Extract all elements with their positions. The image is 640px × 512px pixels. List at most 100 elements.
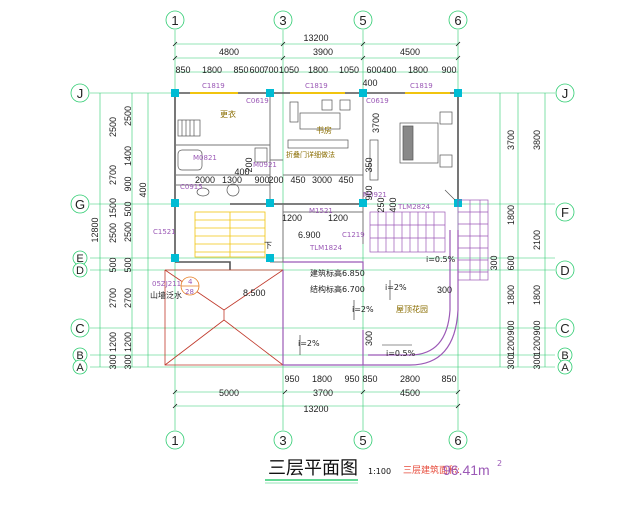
misc-dim-1: 2000	[195, 175, 215, 185]
dim-top-span-2: 3900	[313, 47, 333, 57]
code-m0921: M0921	[253, 161, 277, 169]
room-labels: 更衣 书房 3700 屋顶花园 6.900 8.500 建筑标高6.850 结构…	[150, 109, 456, 358]
wall-flashing-note: 山墙泛水	[150, 290, 182, 300]
dim-top-d3: 850	[233, 65, 248, 75]
elev-6850: 建筑标高6.850	[310, 268, 365, 278]
dim-right-o3: 1800	[532, 285, 542, 305]
top-dimensions: 13200 4800 3900 4500 850 1800 850 600 70…	[175, 33, 456, 75]
dim-300-b: 300	[364, 331, 374, 346]
elev-6700: 结构标高6.700	[310, 284, 365, 294]
slope-label-4: i=2%	[298, 339, 320, 348]
axis-row-J-left: J	[77, 86, 84, 101]
code-c0915: C0915	[180, 183, 203, 191]
misc-dim-14: 350	[364, 157, 374, 172]
bedroom-dim: 3700	[371, 113, 381, 133]
room-bathroom: 更衣	[220, 109, 236, 119]
axis-row-A-left: A	[76, 362, 84, 374]
dim-top-total: 13200	[303, 33, 328, 43]
slope-label-5: i=0.5%	[386, 349, 416, 358]
axis-row-F-right: F	[561, 205, 569, 220]
axis-col-3-top: 3	[279, 13, 286, 28]
code-c1819-c: C1819	[410, 82, 433, 90]
dim-top-d2: 1800	[202, 65, 222, 75]
elev-8500: 8.500	[243, 288, 266, 298]
dim-right-i4: 300	[489, 255, 499, 270]
misc-dim-11: 400	[362, 78, 377, 88]
dim-bot-span-3: 4500	[400, 388, 420, 398]
dim-bot-d6: 850	[441, 374, 456, 384]
dim-left-o8: 300	[108, 354, 118, 369]
bathroom-fixtures	[177, 119, 268, 197]
dim-right-o5: 1200	[532, 336, 542, 356]
code-tlm1824: TLM1824	[309, 244, 343, 252]
slope-label-1: i=0.5%	[426, 255, 456, 264]
drawing-title: 三层平面图	[268, 458, 358, 479]
dim-bot-d2: 1800	[312, 374, 332, 384]
misc-interior-dims: 2000 1300 900 200 450 3000 450 1200 1200…	[195, 78, 398, 223]
dim-right-i8: 300	[506, 354, 516, 369]
misc-dim-10: 400	[234, 167, 249, 177]
dim-left-o1: 2500	[108, 117, 118, 137]
dim-right-i6: 900	[506, 320, 516, 335]
misc-dim-13: 400	[388, 197, 398, 212]
dim-left-i4: 400	[138, 182, 148, 197]
dim-right-o6: 300	[532, 354, 542, 369]
code-m1521: M1521	[309, 207, 333, 215]
axis-row-C-left: C	[75, 321, 84, 336]
roof-garden-outline	[282, 230, 459, 366]
axis-col-6-bottom: 6	[454, 433, 461, 448]
dim-left-o4: 2500	[108, 223, 118, 243]
axis-row-B-right: B	[561, 350, 568, 362]
axis-row-G-left: G	[75, 197, 85, 212]
dim-left-i9: 1200	[123, 332, 133, 352]
dimension-ticks	[172, 41, 461, 409]
pergola	[369, 199, 489, 281]
dim-left-o5: 500	[108, 257, 118, 272]
axis-row-E-left: E	[76, 253, 83, 265]
misc-dim-3: 900	[254, 175, 269, 185]
code-c1819-a: C1819	[202, 82, 225, 90]
dim-left-o3: 1500	[108, 198, 118, 218]
axis-row-D-right: D	[560, 263, 569, 278]
drawing-scale: 1:100	[368, 467, 391, 476]
dim-300-a: 300	[437, 285, 452, 295]
dim-bot-d5: 2800	[400, 374, 420, 384]
stair-down-label: 下	[264, 241, 272, 250]
dim-left-o6: 2700	[108, 288, 118, 308]
opening-codes: C1819 C0619 C1819 C0619 C1819 M0821 M092…	[153, 82, 433, 252]
axis-row-J-right: J	[562, 86, 569, 101]
misc-dim-12: 200	[244, 157, 254, 172]
misc-dim-7: 450	[338, 175, 353, 185]
dim-top-d7: 1800	[308, 65, 328, 75]
axis-col-5-bottom: 5	[359, 433, 366, 448]
std-circle-bottom: 28	[185, 288, 194, 296]
staircase	[194, 211, 266, 258]
bedroom-furniture	[369, 111, 456, 201]
axis-col-1-bottom: 1	[171, 433, 178, 448]
dim-top-d5: 700	[263, 65, 278, 75]
slope-label-3: i=2%	[352, 305, 374, 314]
axis-col-6-top: 6	[454, 13, 461, 28]
misc-dim-5: 450	[290, 175, 305, 185]
dim-bot-d4: 850	[362, 374, 377, 384]
room-study: 书房	[316, 125, 332, 135]
misc-dim-8: 1200	[282, 213, 302, 223]
dim-right-o2: 2100	[532, 230, 542, 250]
misc-dim-6: 3000	[312, 175, 332, 185]
std-detail-ref	[180, 276, 200, 296]
dim-bot-span-1: 5000	[219, 388, 239, 398]
dim-right-i5: 1800	[506, 285, 516, 305]
axis-col-3-bottom: 3	[279, 433, 286, 448]
dim-top-d9: 600	[366, 65, 381, 75]
dim-left-o2: 2700	[108, 165, 118, 185]
code-c1521: C1521	[153, 228, 176, 236]
dim-bot-span-2: 3700	[313, 388, 333, 398]
dim-right-i1: 3700	[506, 130, 516, 150]
dim-left-total: 12800	[90, 217, 100, 242]
misc-dim-4: 200	[268, 175, 283, 185]
dim-top-d1: 850	[175, 65, 190, 75]
axis-col-1-top: 1	[171, 13, 178, 28]
axis-col-5-top: 5	[359, 13, 366, 28]
dim-left-o7: 1200	[108, 332, 118, 352]
